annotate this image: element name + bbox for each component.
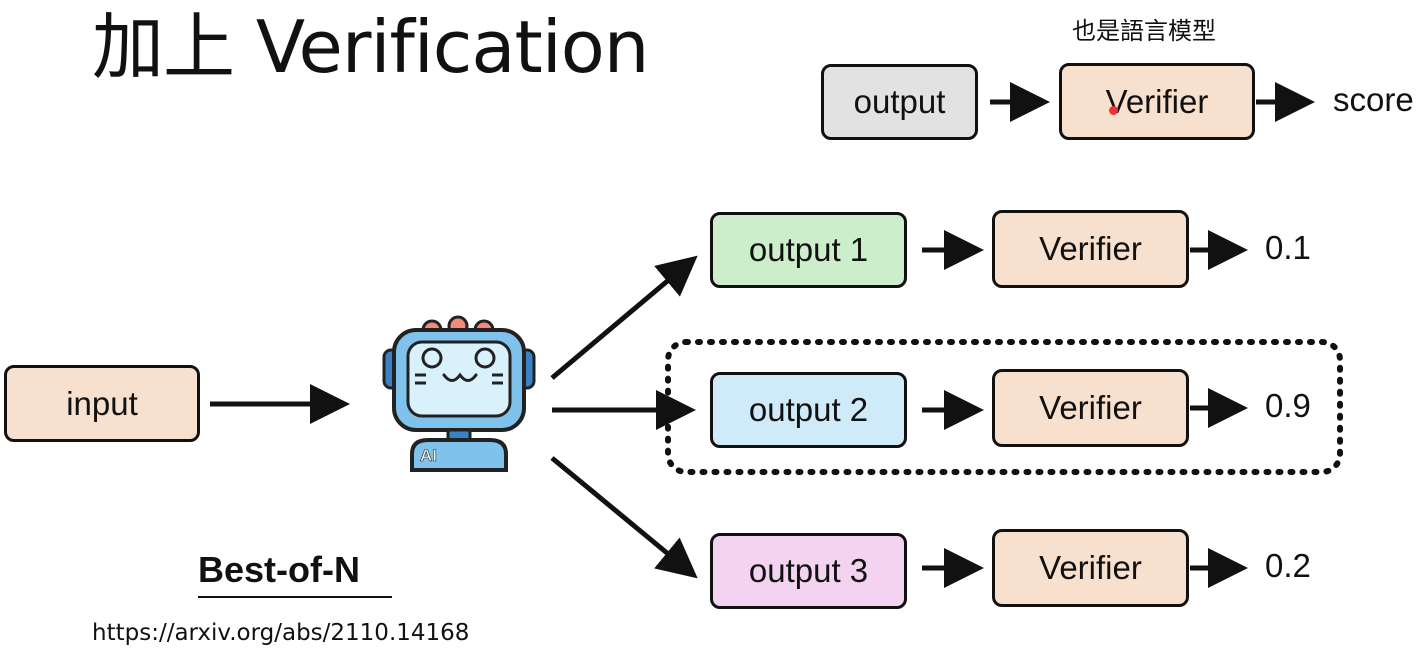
robot-badge: AI bbox=[420, 446, 438, 466]
arrow-model-to-output-3 bbox=[550, 456, 698, 579]
top-output-box: output bbox=[821, 64, 978, 140]
score-1: 0.1 bbox=[1265, 229, 1311, 266]
output-3-box: output 3 bbox=[710, 533, 907, 609]
output-1-box: output 1 bbox=[710, 212, 907, 288]
output-2-box: output 2 bbox=[710, 372, 907, 448]
input-box: input bbox=[4, 365, 200, 442]
best-candidate-highlight bbox=[665, 339, 1343, 475]
reference-url: https://arxiv.org/abs/2110.14168 bbox=[92, 620, 470, 646]
verifier-3-box: Verifier bbox=[992, 529, 1189, 607]
method-label: Best-of-N bbox=[198, 549, 360, 590]
method-underline bbox=[198, 596, 392, 598]
verifier-1-box: Verifier bbox=[992, 210, 1189, 288]
verifier-2-box: Verifier bbox=[992, 369, 1189, 447]
arrow-model-to-output-1 bbox=[550, 255, 698, 380]
slide-title: 加上 Verification bbox=[92, 5, 649, 89]
top-verifier-box: Verifier bbox=[1059, 63, 1255, 140]
verifier-note: 也是語言模型 bbox=[1072, 17, 1216, 45]
score-3: 0.2 bbox=[1265, 547, 1311, 584]
robot-icon bbox=[382, 315, 536, 472]
pointer-dot bbox=[1109, 106, 1118, 115]
score-2: 0.9 bbox=[1265, 387, 1311, 424]
top-score-label: score bbox=[1333, 81, 1414, 118]
